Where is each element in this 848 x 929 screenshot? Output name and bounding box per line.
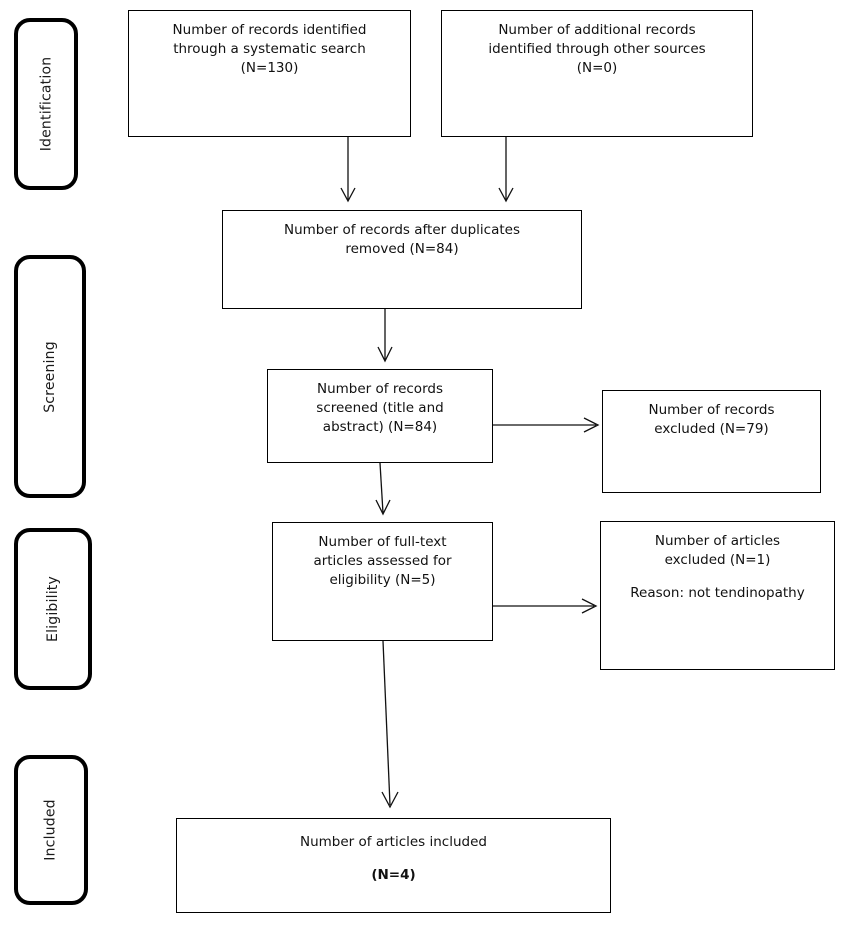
box-records-screened-line2: screened (title and: [316, 400, 444, 417]
arrow-fulltext-to-articles-excluded: [493, 598, 598, 614]
box-additional-records-line2: identified through other sources: [488, 41, 706, 58]
box-articles-excluded-line2: excluded (N=1): [664, 552, 771, 569]
box-additional-records-line3: (N=0): [576, 60, 618, 77]
stage-label-screening: Screening: [14, 255, 86, 498]
box-duplicates-removed: Number of records after duplicates remov…: [222, 210, 582, 309]
arrow-screened-to-fulltext: [375, 462, 391, 516]
box-additional-records-line1: Number of additional records: [498, 22, 696, 38]
stage-label-identification-text: Identification: [38, 56, 54, 152]
stage-label-screening-text: Screening: [42, 340, 58, 413]
box-records-excluded-line2: excluded (N=79): [654, 421, 769, 438]
stage-label-identification: Identification: [14, 18, 78, 190]
box-additional-records: Number of additional records identified …: [441, 10, 753, 137]
box-duplicates-removed-line1: Number of records after duplicates: [283, 222, 521, 238]
box-articles-included-line1: Number of articles included: [300, 834, 487, 850]
box-records-identified-line1: Number of records identified: [172, 22, 367, 38]
box-records-screened: Number of records screened (title and ab…: [267, 369, 493, 463]
arrow-additional-to-duplicates: [498, 137, 514, 203]
box-records-excluded-line1: Number of records: [648, 402, 775, 418]
box-articles-excluded-line1: Number of articles: [654, 533, 781, 549]
stage-label-included-text: Included: [42, 799, 59, 861]
arrow-screened-to-records-excluded: [493, 417, 600, 433]
box-fulltext-assessed-line1: Number of full-text: [318, 534, 447, 550]
box-articles-excluded-reason: Reason: not tendinopathy: [630, 585, 805, 602]
box-duplicates-removed-line2: removed (N=84): [345, 241, 459, 258]
box-records-screened-line3: abstract) (N=84): [322, 419, 438, 436]
stage-label-eligibility-text: Eligibility: [45, 576, 61, 642]
stage-label-eligibility: Eligibility: [14, 528, 92, 690]
box-records-screened-line1: Number of records: [317, 381, 443, 397]
box-articles-included-count: (N=4): [371, 867, 416, 884]
box-articles-included: Number of articles included (N=4): [176, 818, 611, 913]
box-articles-excluded: Number of articles excluded (N=1) Reason…: [600, 521, 835, 670]
stage-label-included: Included: [14, 755, 88, 905]
box-records-excluded: Number of records excluded (N=79): [602, 390, 821, 493]
box-fulltext-assessed-line2: articles assessed for: [313, 553, 452, 570]
arrow-duplicates-to-screened: [377, 309, 393, 363]
box-fulltext-assessed: Number of full-text articles assessed fo…: [272, 522, 493, 641]
box-records-identified-line3: (N=130): [240, 60, 299, 77]
box-records-identified: Number of records identified through a s…: [128, 10, 411, 137]
arrow-identified-to-duplicates: [340, 137, 356, 203]
box-fulltext-assessed-line3: eligibility (N=5): [329, 572, 436, 589]
arrow-fulltext-to-included: [381, 640, 399, 809]
box-records-identified-line2: through a systematic search: [173, 41, 366, 58]
